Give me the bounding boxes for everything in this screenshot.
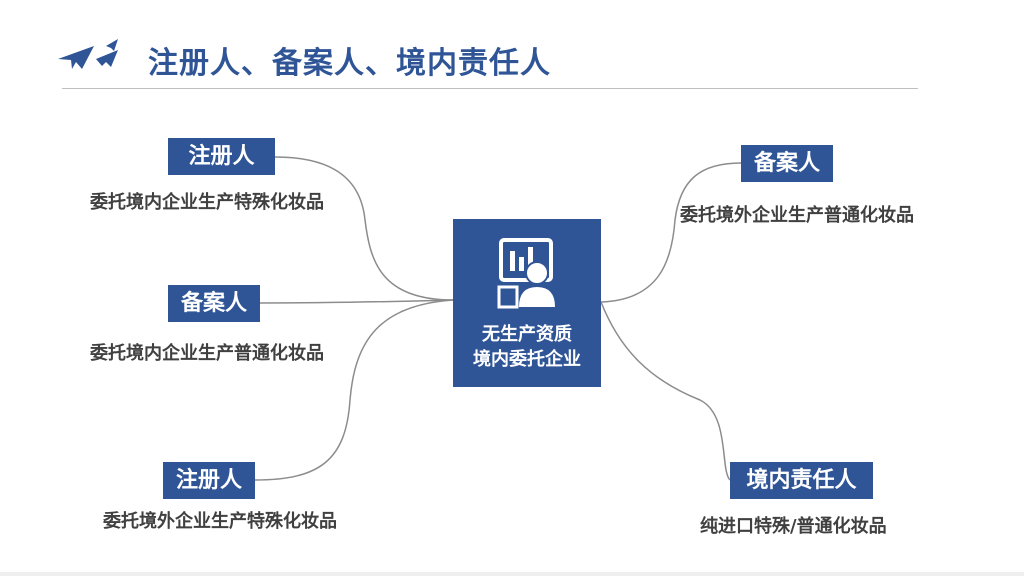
bottom-bar: [0, 572, 1024, 576]
connector-1: [274, 156, 454, 301]
connector-5: [600, 301, 731, 481]
node-label-filer-overseas: 备案人: [741, 145, 833, 182]
page-title: 注册人、备案人、境内责任人: [148, 46, 551, 81]
center-node: 无生产资质境内委托企业: [453, 219, 601, 387]
node-label-registrant-domestic: 注册人: [168, 138, 275, 175]
node-label-domestic-responsible: 境内责任人: [730, 462, 873, 499]
connector-2: [259, 299, 454, 304]
dashboard-user-icon: [497, 237, 559, 313]
node-label-filer-domestic: 备案人: [168, 285, 260, 322]
center-line-2: 境内委托企业: [473, 349, 581, 370]
divider: [62, 88, 918, 89]
header-icon-paper-plane-icon: [56, 34, 126, 83]
node-desc-domestic-responsible: 纯进口特殊/普通化妆品: [700, 516, 887, 537]
node-desc-filer-domestic: 委托境内企业生产普通化妆品: [90, 343, 324, 364]
node-desc-registrant-overseas: 委托境外企业生产特殊化妆品: [103, 511, 337, 532]
node-desc-filer-overseas: 委托境外企业生产普通化妆品: [680, 205, 914, 226]
center-line-1: 无生产资质: [482, 324, 572, 345]
node-desc-registrant-domestic: 委托境内企业生产特殊化妆品: [90, 192, 324, 213]
connector-3: [254, 299, 454, 481]
node-label-registrant-overseas: 注册人: [163, 462, 255, 499]
connector-4: [600, 162, 742, 303]
